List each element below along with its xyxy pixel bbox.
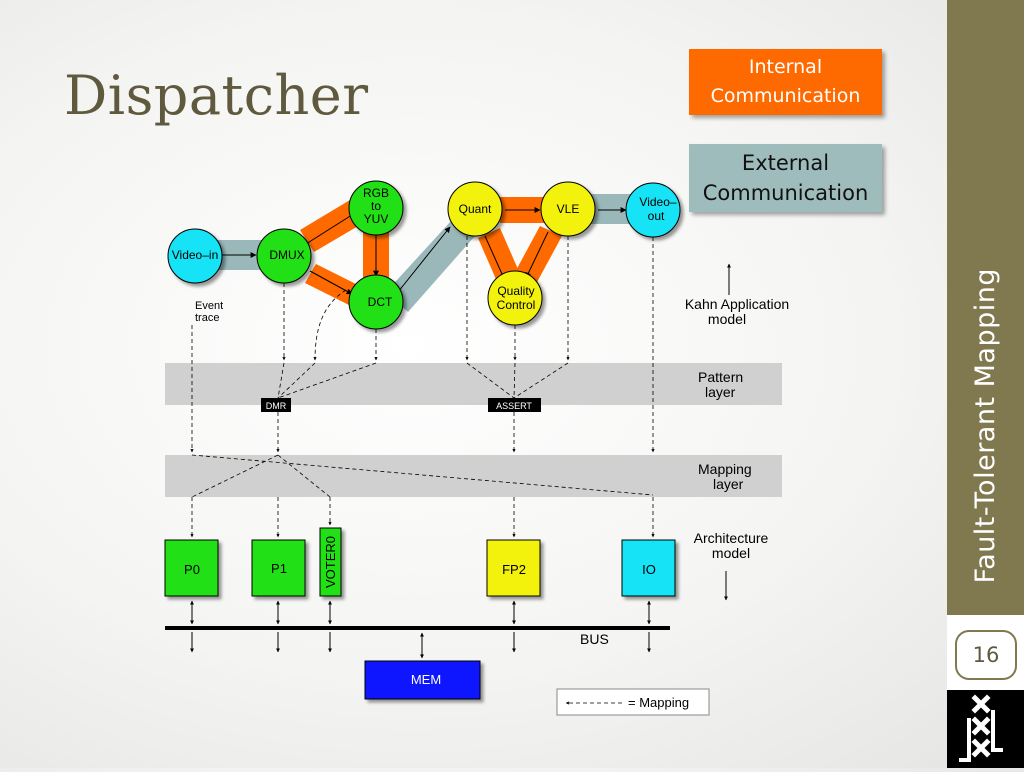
rgb-label-line-2: to [371,199,381,213]
quality-label-line-1: Quality [497,284,534,298]
pattern-layer-line-1: Pattern [698,369,743,385]
rgb-label-line-1: RGB [363,186,389,200]
assert-tag: ASSERT [488,398,541,412]
voter-label: VOTER0 [323,536,338,588]
rgb-label-line-3: YUV [364,212,389,226]
video-out-label-line-1: Video– [639,195,676,209]
p1-label: P1 [271,561,287,576]
resource-io: IO [621,539,676,597]
bus-line [165,626,670,630]
dmr-tag: DMR [261,398,291,412]
pattern-layer-line-2: layer [705,384,736,400]
process-quality-control: Quality Control [487,270,543,326]
mapping-lines [190,236,655,538]
pattern-layer-band [165,363,782,405]
mapping-layer-line-1: Mapping [698,461,752,477]
internal-label-line-2: Communication [710,85,861,107]
resource-voter0: VOTER0 [319,527,342,597]
architecture-label-line-2: model [712,545,750,561]
dmr-label: DMR [266,401,287,411]
mapping-legend-label: = Mapping [628,695,689,710]
resource-fp2: FP2 [486,539,541,597]
resource-p0: P0 [164,539,219,597]
p0-label: P0 [184,562,200,577]
internal-communication-legend: Internal Communication [689,49,882,115]
architecture-label-line-1: Architecture [694,530,769,546]
internal-label-line-1: Internal [748,56,823,78]
external-communication-legend: External Communication [689,144,882,212]
external-label-line-2: Communication [702,181,869,205]
video-out-label-line-2: out [648,209,665,223]
event-trace-line-2: trace [195,312,219,324]
external-label-line-1: External [741,151,830,175]
process-video-out: Video– out [625,182,681,238]
assert-label: ASSERT [496,401,532,411]
io-label: IO [642,562,656,577]
bus-label: BUS [580,631,609,647]
quality-label-line-2: Control [497,298,536,312]
mapping-layer-line-2: layer [713,476,744,492]
bus-connections [190,600,651,659]
slide-number: 16 [955,630,1017,680]
resource-mem: MEM [364,660,481,700]
mapping-legend: = Mapping [556,688,710,716]
mem-label: MEM [411,672,441,687]
sidebar: Fault-Tolerant Mapping 16 [947,0,1024,768]
kahn-label-line-1: Kahn Application [685,296,789,312]
kahn-label-line-2: model [708,311,746,327]
process-dct: DCT [348,274,404,330]
process-video-in: Video–in [167,228,223,284]
channel-arrows [218,207,627,295]
process-rgb-to-yuv: RGB to YUV [348,180,404,236]
quant-label: Quant [459,202,492,216]
mapping-layer-band [165,455,782,497]
process-vle: VLE [540,181,596,237]
slide-title: Dispatcher [64,64,369,127]
sidebar-title-band [947,0,1024,615]
uva-logo-icon [947,690,1024,768]
process-quant: Quant [447,181,503,237]
fp2-label: FP2 [502,562,526,577]
vle-label: VLE [557,202,580,216]
dmux-label: DMUX [269,248,304,262]
dct-label: DCT [368,295,393,309]
sidebar-title: Fault-Tolerant Mapping [970,268,1001,584]
video-in-label: Video–in [172,248,219,262]
process-dmux: DMUX [256,228,312,284]
dispatcher-diagram: Video–in DMUX RGB to YUV DCT Quant VLE Q… [164,180,789,716]
resource-p1: P1 [251,539,306,597]
event-trace-line-1: Event [195,300,223,312]
